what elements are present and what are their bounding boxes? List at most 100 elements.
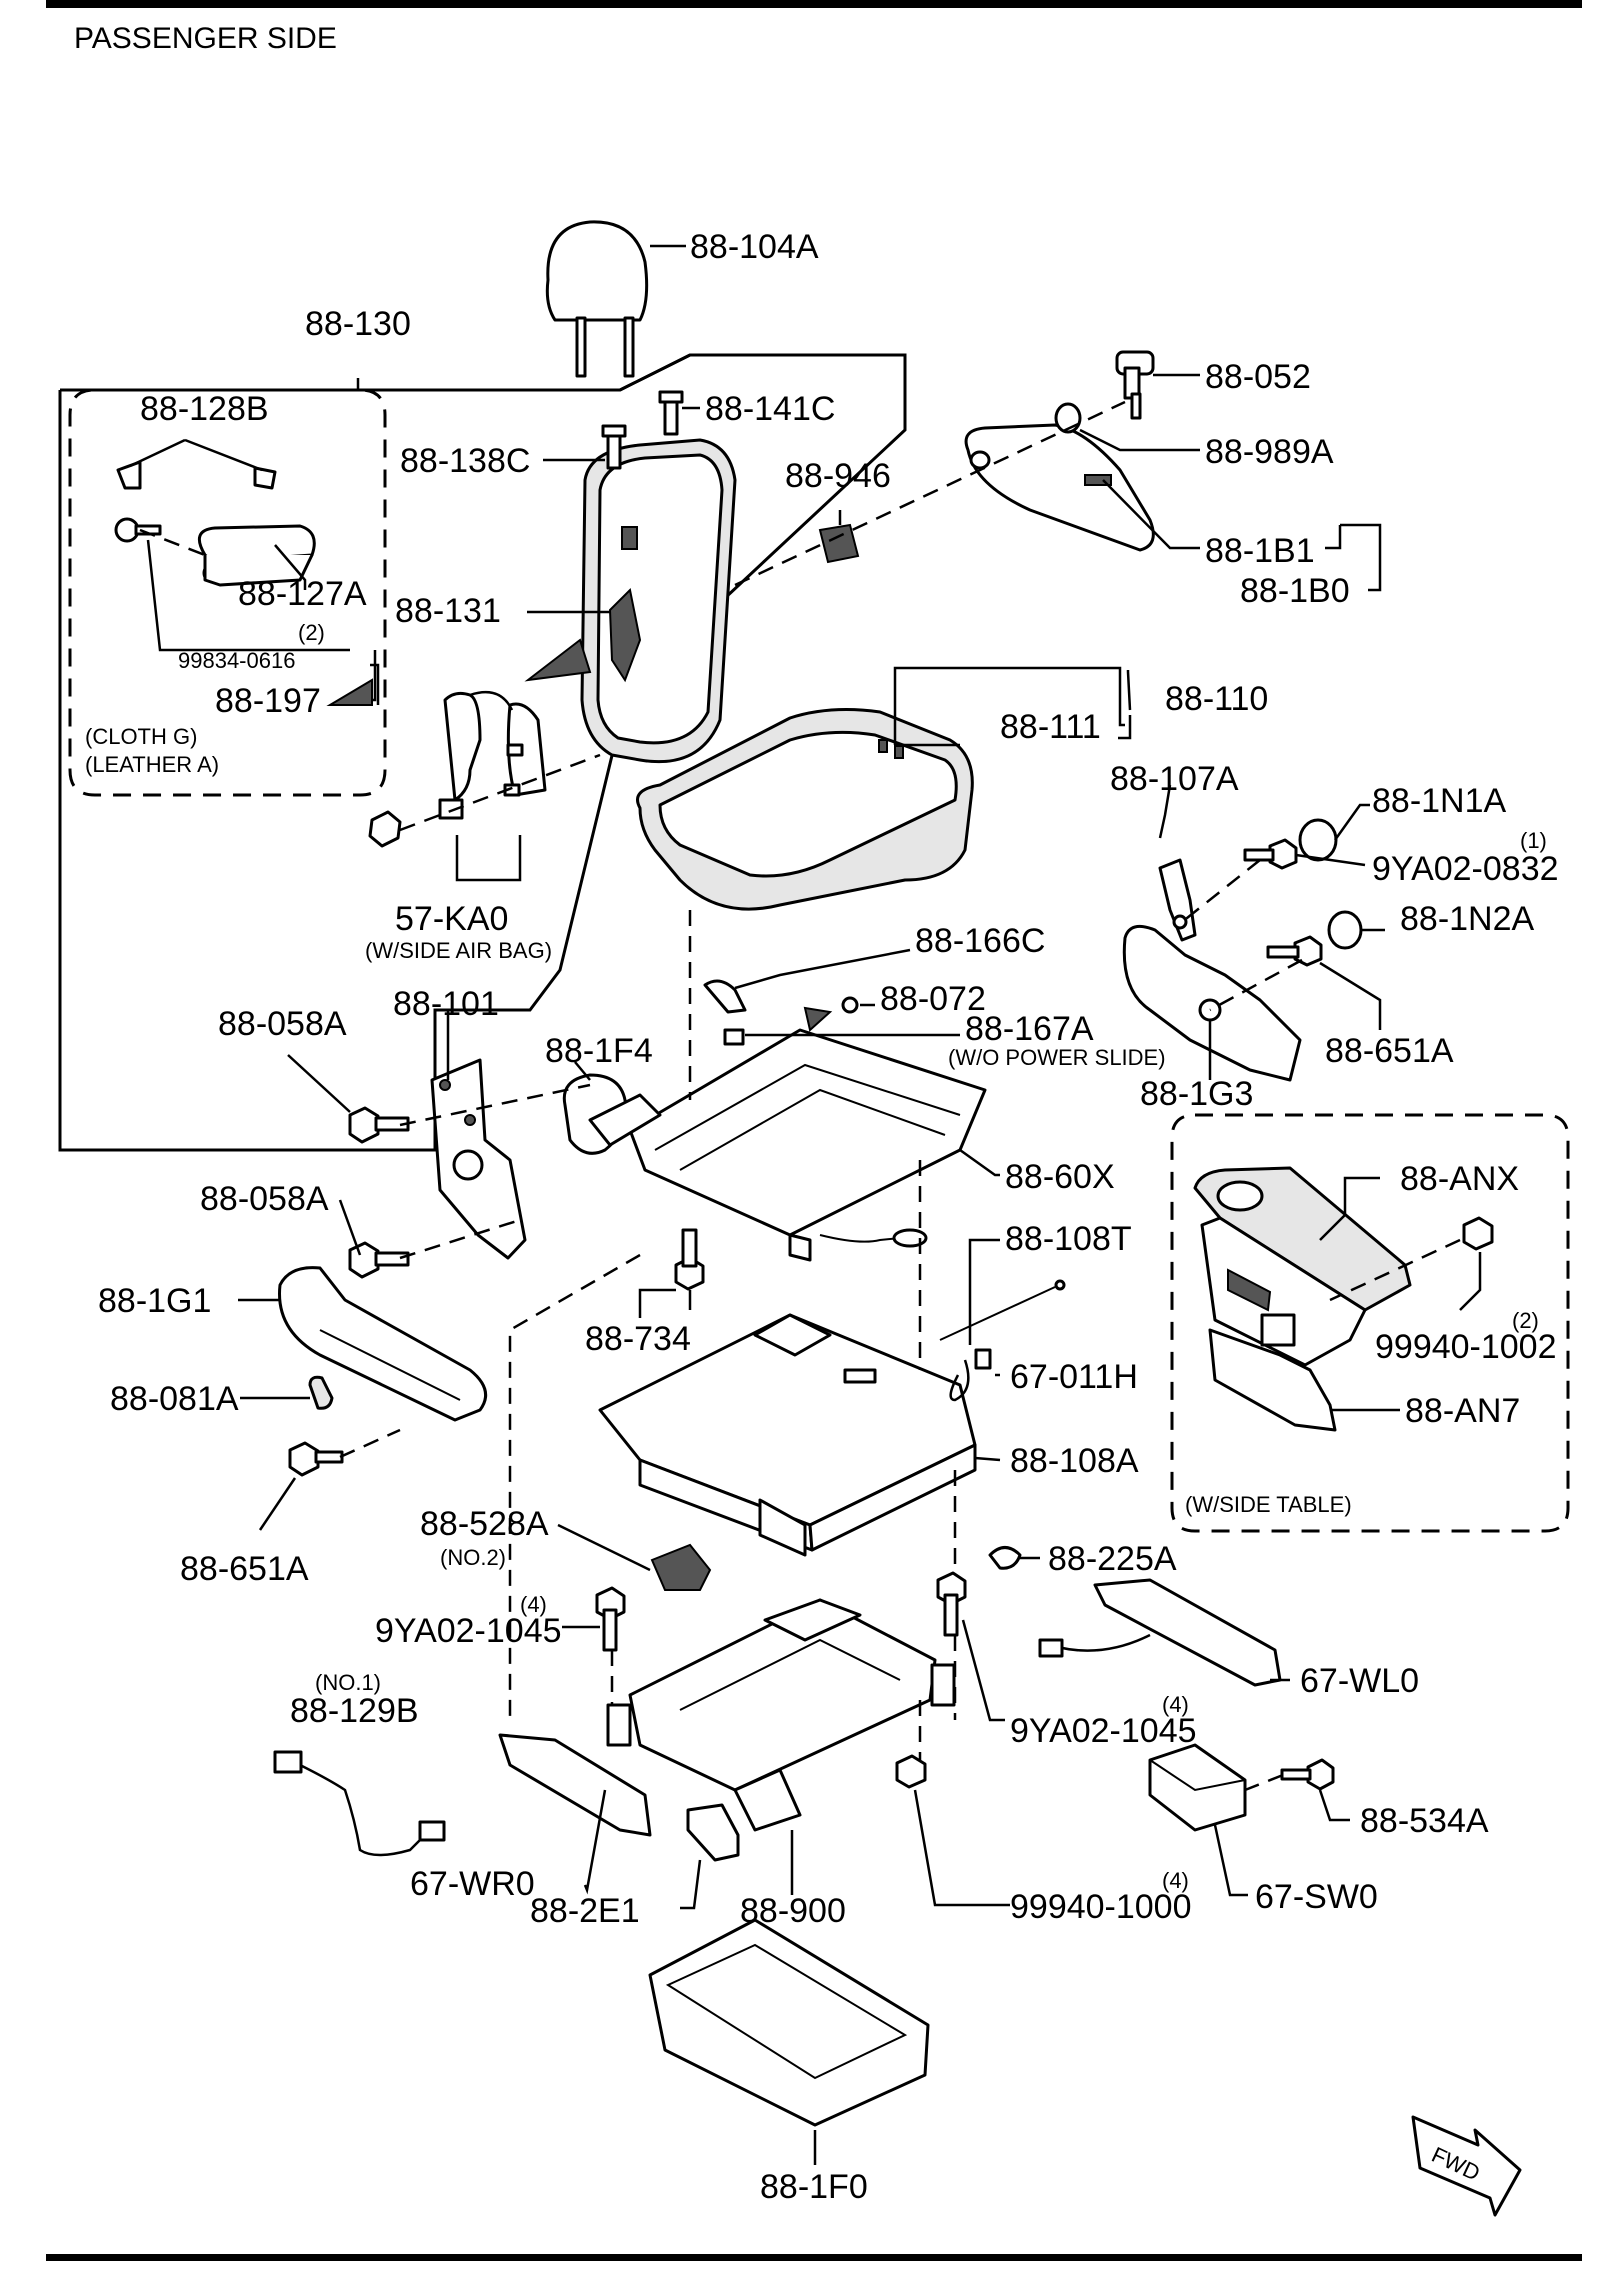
screw-88-534A bbox=[1280, 1758, 1335, 1791]
note-side-airbag: (W/SIDE AIR BAG) bbox=[365, 938, 552, 963]
rail-67-WR0 bbox=[498, 1733, 652, 1837]
bolt-88-052 bbox=[1115, 350, 1155, 420]
leader-88-197 bbox=[370, 663, 380, 705]
label-88-058A-upper: 88-058A bbox=[218, 1005, 347, 1043]
under-tray bbox=[648, 1918, 930, 2127]
label-88-129B: 88-129B bbox=[290, 1692, 419, 1730]
armrest-axis bbox=[734, 400, 1126, 587]
label-88-651A-left: 88-651A bbox=[180, 1550, 309, 1588]
bottom-rule bbox=[46, 2254, 1582, 2261]
side-airbag-module bbox=[438, 690, 547, 820]
label-88-AN7: 88-AN7 bbox=[1405, 1392, 1520, 1430]
label-99834-0616: 99834-0616 bbox=[178, 648, 295, 673]
bolt-88-651A-left bbox=[288, 1441, 344, 1477]
seatback-cushion bbox=[580, 438, 737, 764]
label-88-651A-right: 88-651A bbox=[1325, 1032, 1454, 1070]
handle-axis bbox=[139, 528, 206, 557]
assist-handle bbox=[197, 524, 316, 587]
harness-88-129B bbox=[273, 1750, 446, 1857]
bolt-9YA02-1045-right bbox=[936, 1571, 967, 1637]
qty-9YA02-1045-right: (4) bbox=[1162, 1692, 1189, 1717]
cap-88-128B-right bbox=[253, 466, 277, 490]
label-99940-1000: 99940-1000 bbox=[1010, 1888, 1192, 1926]
align-line-11 bbox=[1244, 1773, 1284, 1792]
label-88-081A: 88-081A bbox=[110, 1380, 239, 1418]
leader-88-111 bbox=[1118, 715, 1132, 740]
label-9YA02-1045-right: 9YA02-1045 bbox=[1010, 1712, 1197, 1750]
nut-99940-1002 bbox=[1462, 1216, 1494, 1251]
qty-99834-0616: (2) bbox=[298, 620, 325, 645]
label-9YA02-0832: 9YA02-0832 bbox=[1372, 850, 1559, 888]
label-67-WL0: 67-WL0 bbox=[1300, 1662, 1419, 1700]
label-67-WR0: 67-WR0 bbox=[410, 1865, 535, 1903]
label-88-138C: 88-138C bbox=[400, 442, 530, 480]
bolt-9YA02-0832 bbox=[1243, 838, 1298, 870]
label-88-734: 88-734 bbox=[585, 1320, 691, 1358]
recliner-lever-88-1F4 bbox=[562, 1073, 662, 1155]
label-88-ANX: 88-ANX bbox=[1400, 1160, 1519, 1198]
label-57-KA0: 57-KA0 bbox=[395, 900, 508, 938]
qty-9YA02-1045-left: (4) bbox=[520, 1592, 547, 1617]
qty-99940-1000: (4) bbox=[1162, 1868, 1189, 1893]
label-88-166C: 88-166C bbox=[915, 922, 1045, 960]
label-88-900: 88-900 bbox=[740, 1892, 846, 1930]
side-table-lid bbox=[1193, 1166, 1412, 1312]
label-88-141C: 88-141C bbox=[705, 390, 835, 428]
label-88-989A: 88-989A bbox=[1205, 433, 1334, 471]
qty-99940-1002: (2) bbox=[1512, 1308, 1539, 1333]
label-88-946: 88-946 bbox=[785, 457, 891, 495]
seat-base-upper-frame bbox=[598, 1313, 977, 1557]
side-table-body bbox=[1200, 1216, 1367, 1367]
cap-88-081A bbox=[308, 1375, 334, 1410]
label-88-1F0: 88-1F0 bbox=[760, 2168, 868, 2206]
align-line-10 bbox=[1329, 1238, 1461, 1302]
headrest bbox=[545, 220, 649, 378]
note-side-table: (W/SIDE TABLE) bbox=[1185, 1492, 1352, 1517]
seat-slide-adjuster bbox=[628, 1006, 987, 1262]
label-88-072: 88-072 bbox=[880, 980, 986, 1018]
note-no1: (NO.1) bbox=[315, 1670, 381, 1695]
qty-9YA02-0832: (1) bbox=[1520, 828, 1547, 853]
label-88-052: 88-052 bbox=[1205, 358, 1311, 396]
clip-88-072 bbox=[841, 996, 859, 1014]
bolt-9YA02-1045-left bbox=[595, 1586, 626, 1652]
align-line-8 bbox=[1209, 958, 1303, 1012]
label-88-197-triangle bbox=[326, 678, 373, 706]
label-88-1F4: 88-1F4 bbox=[545, 1032, 653, 1070]
harness-67-011H bbox=[939, 1279, 1066, 1402]
note-no2: (NO.2) bbox=[440, 1545, 506, 1570]
bolt-88-734 bbox=[674, 1228, 705, 1291]
label-88-1G1: 88-1G1 bbox=[98, 1282, 211, 1320]
label-88-528A: 88-528A bbox=[420, 1505, 549, 1543]
label-88-110: 88-110 bbox=[1165, 680, 1268, 718]
harness-67-WL0 bbox=[1038, 1578, 1282, 1687]
clip-88-528A bbox=[650, 1543, 712, 1591]
label-88-167A: 88-167A bbox=[965, 1010, 1094, 1048]
page-title: PASSENGER SIDE bbox=[74, 22, 337, 55]
bushing-88-1N1A bbox=[1298, 818, 1338, 862]
bolt-88-141C bbox=[658, 390, 684, 436]
bracket-88-107A bbox=[1158, 858, 1197, 942]
note-wo-power-slide: (W/O POWER SLIDE) bbox=[948, 1045, 1166, 1070]
align-line-15 bbox=[399, 753, 601, 832]
bolt-88-058A-upper bbox=[348, 1106, 410, 1144]
nut-99940-1000 bbox=[895, 1754, 927, 1789]
label-88-1N1A: 88-1N1A bbox=[1372, 782, 1507, 820]
side-cover-left bbox=[278, 1266, 488, 1422]
seat-lower-frame bbox=[606, 1598, 956, 1832]
label-88-2E1: 88-2E1 bbox=[530, 1892, 640, 1930]
align-line-9 bbox=[1181, 859, 1261, 923]
label-88-108A: 88-108A bbox=[1010, 1442, 1139, 1480]
label-88-1B0: 88-1B0 bbox=[1240, 572, 1350, 610]
label-88-111: 88-111 bbox=[1000, 708, 1101, 746]
recliner-bracket bbox=[430, 1058, 527, 1260]
bushing-88-1N2A bbox=[1327, 910, 1363, 950]
top-rule bbox=[46, 0, 1582, 8]
label-88-1N2A: 88-1N2A bbox=[1400, 900, 1535, 938]
module-67-SW0 bbox=[1148, 1743, 1247, 1832]
label-88-60X: 88-60X bbox=[1005, 1158, 1115, 1196]
label-88-1G3: 88-1G3 bbox=[1140, 1075, 1253, 1113]
side-table-option-box bbox=[1170, 1113, 1570, 1533]
label-88-107A: 88-107A bbox=[1110, 760, 1239, 798]
